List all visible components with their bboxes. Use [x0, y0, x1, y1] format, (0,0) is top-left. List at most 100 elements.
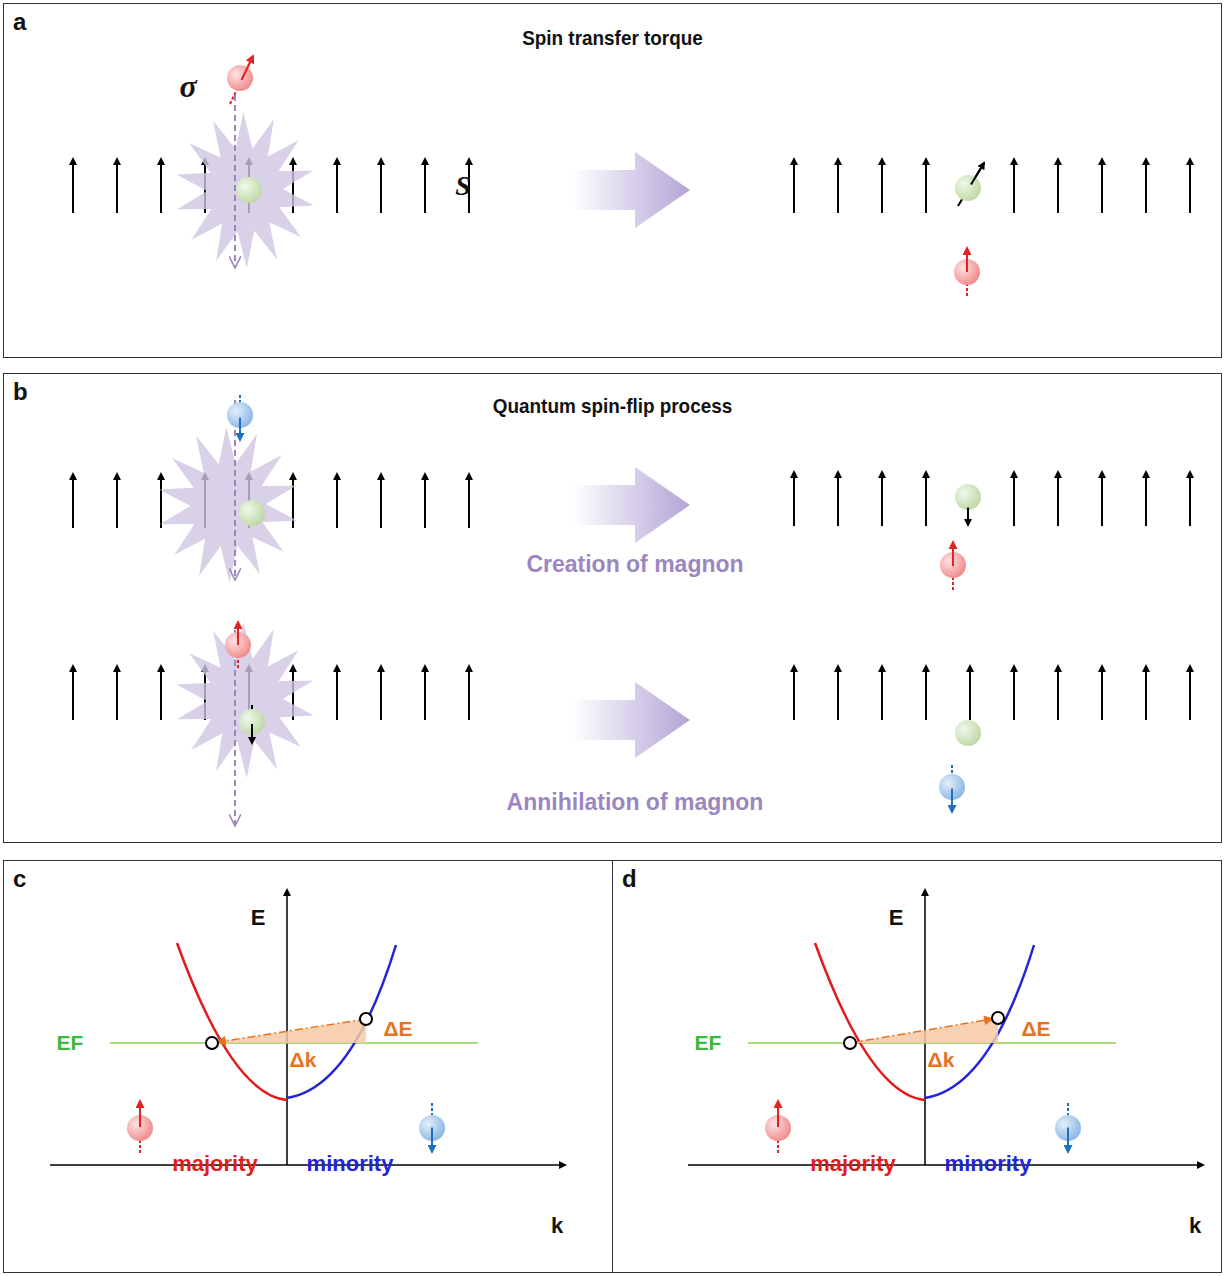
particle: [955, 484, 981, 510]
particle: [955, 175, 981, 201]
spin-arrow: [1057, 666, 1059, 720]
spin-arrow: [336, 474, 338, 528]
spin-arrow: [380, 666, 382, 720]
panel-letter: c: [13, 865, 26, 893]
spin-arrow: [468, 666, 470, 720]
spin-arrow: [1189, 666, 1191, 720]
spin-arrow: [793, 159, 795, 213]
panel-letter: d: [622, 865, 637, 893]
process-label: Annihilation of magnon: [507, 789, 764, 816]
spin-vector: [139, 1101, 141, 1153]
spin-arrow: [1101, 159, 1103, 213]
spin-arrow: [925, 159, 927, 213]
spin-vector: [237, 622, 239, 645]
spin-arrow: [468, 474, 470, 528]
spin-arrow: [793, 666, 795, 720]
figure-panel: d: [612, 860, 1222, 1273]
spin-arrow: [837, 666, 839, 720]
trajectory: [234, 95, 236, 268]
axis-label: E: [889, 905, 904, 931]
spin-vector: [951, 765, 953, 812]
figure-panel: aSpin transfer torque: [3, 3, 1222, 358]
band-label: majority: [810, 1151, 896, 1177]
axis-label: E: [251, 905, 266, 931]
spin-arrow: [1057, 159, 1059, 213]
spin-arrow: [881, 472, 883, 526]
spin-arrow: [969, 666, 971, 720]
delta-label: ΔE: [1021, 1017, 1050, 1041]
fermi-label: EF: [57, 1031, 84, 1055]
scatter-burst: [176, 112, 314, 268]
spin-vector: [431, 1103, 433, 1152]
spin-vector: [1067, 1128, 1069, 1153]
trajectory: [234, 630, 236, 826]
spin-vector: [966, 248, 968, 296]
delta-label: ΔE: [383, 1017, 412, 1041]
band-label: minority: [307, 1151, 394, 1177]
fermi-label: EF: [695, 1031, 722, 1055]
spin-vector: [777, 1101, 779, 1153]
spin-arrow: [116, 159, 118, 213]
spin-arrow: [1145, 472, 1147, 526]
spin-arrow: [336, 159, 338, 213]
spin-arrow: [837, 472, 839, 526]
spin-vector: [139, 1101, 141, 1127]
spin-arrow: [1013, 666, 1015, 720]
scatter-burst: [159, 427, 297, 583]
spin-vector: [431, 1128, 433, 1153]
symbol-label: σ: [179, 68, 196, 105]
spin-arrow: [1057, 472, 1059, 526]
spin-arrow: [1145, 159, 1147, 213]
spin-vector: [971, 163, 984, 185]
spin-arrow: [1013, 159, 1015, 213]
spin-arrow: [793, 472, 795, 526]
spin-arrow: [380, 159, 382, 213]
spin-arrow: [1145, 666, 1147, 720]
spin-vector: [237, 622, 239, 668]
spin-arrow: [160, 666, 162, 720]
spin-vector: [952, 542, 954, 566]
spin-arrow: [1189, 159, 1191, 213]
spin-arrow: [881, 666, 883, 720]
panel-letter: a: [13, 8, 26, 36]
particle: [239, 500, 265, 526]
band-label: majority: [172, 1151, 258, 1177]
delta-label: Δk: [928, 1048, 955, 1072]
axis-label: k: [551, 1213, 563, 1239]
axis-label: k: [1189, 1213, 1201, 1239]
spin-arrow: [1189, 472, 1191, 526]
spin-vector: [951, 789, 953, 813]
spin-vector: [967, 508, 969, 526]
spin-arrow: [925, 472, 927, 526]
spin-arrow: [1013, 472, 1015, 526]
spin-vector: [1067, 1103, 1069, 1152]
process-label: Creation of magnon: [526, 551, 743, 578]
spin-arrow: [1101, 472, 1103, 526]
spin-vector: [239, 395, 241, 440]
spin-arrow: [116, 474, 118, 528]
spin-arrow: [881, 159, 883, 213]
spin-arrow: [116, 666, 118, 720]
spin-arrow: [1101, 666, 1103, 720]
panel-letter: b: [13, 378, 28, 406]
particle: [955, 720, 981, 746]
delta-label: Δk: [290, 1048, 317, 1072]
spin-vector: [952, 542, 954, 590]
spin-vector: [251, 724, 253, 743]
spin-arrow: [72, 159, 74, 213]
band-label: minority: [945, 1151, 1032, 1177]
spin-vector: [966, 248, 968, 272]
spin-arrow: [160, 474, 162, 528]
scatter-burst: [176, 622, 314, 778]
spin-arrow: [72, 474, 74, 528]
figure-panel: bQuantum spin-flip process: [3, 373, 1222, 843]
spin-arrow: [837, 159, 839, 213]
particle: [236, 177, 262, 203]
particle: [227, 65, 253, 91]
symbol-label: S: [455, 170, 471, 202]
spin-arrow: [424, 159, 426, 213]
spin-arrow: [424, 474, 426, 528]
spin-arrow: [424, 666, 426, 720]
spin-arrow: [72, 666, 74, 720]
